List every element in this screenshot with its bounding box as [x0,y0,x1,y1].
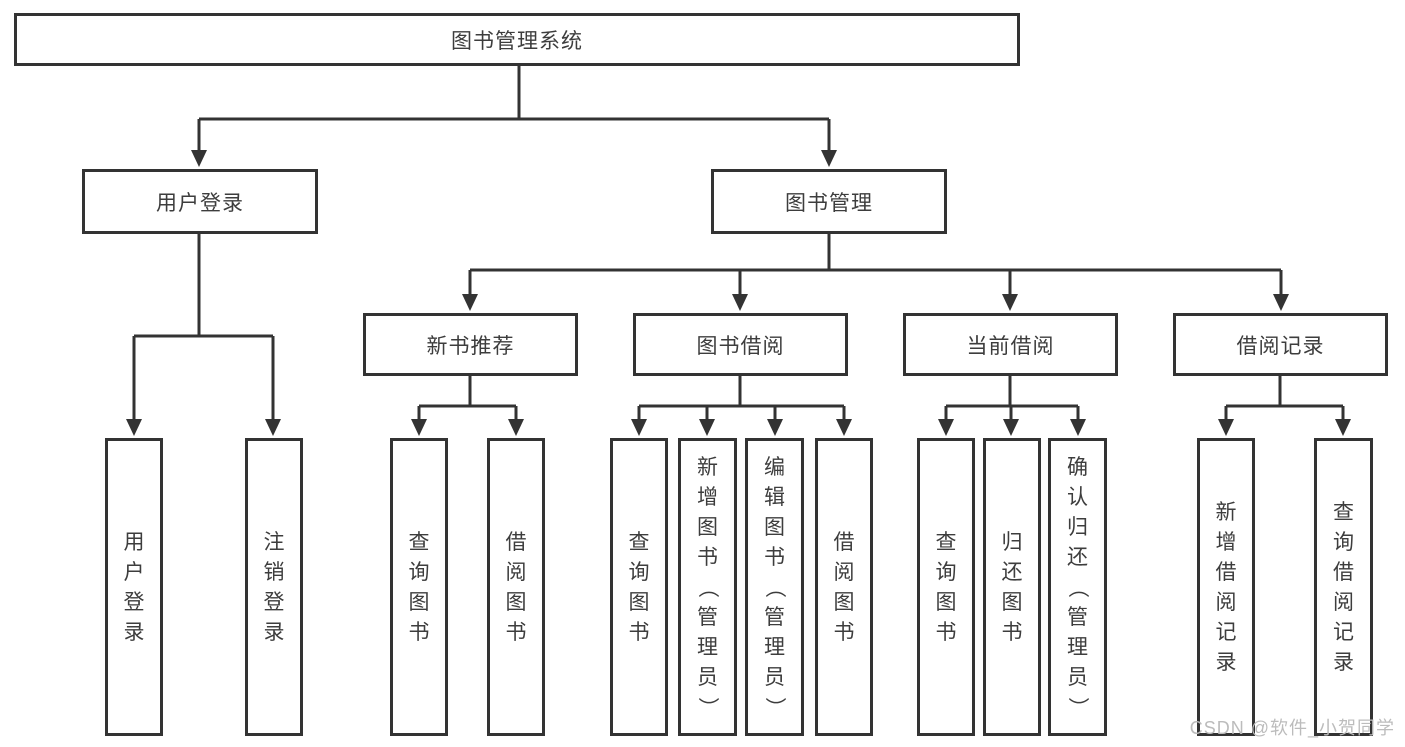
leaf-query-books: 查询图书 [610,438,668,736]
leaf-confirm-return-admin: 确认归还（管理员） [1048,438,1107,736]
node-label: 新书推荐 [426,334,515,358]
leaf-user-login: 用户登录 [105,438,163,736]
leaf-query-borrow-record: 查询借阅记录 [1314,438,1373,736]
node-book-management: 图书管理 [711,169,947,234]
node-label: 注销登录 [263,530,285,644]
node-label: 编辑图书（管理员） [763,455,786,718]
node-label: 新增图书（管理员） [696,455,719,718]
node-borrowing-records: 借阅记录 [1173,313,1388,376]
leaf-logout: 注销登录 [245,438,303,736]
leaf-borrow-books: 借阅图书 [487,438,545,736]
node-label: 查询图书 [935,530,957,644]
node-label: 新增借阅记录 [1215,500,1237,674]
leaf-query-books: 查询图书 [917,438,975,736]
node-label: 借阅图书 [505,530,527,644]
watermark: CSDN @软件_小贺同学 [1189,718,1395,738]
node-new-book-recommend: 新书推荐 [363,313,578,376]
node-label: 查询图书 [408,530,430,644]
node-book-borrowing: 图书借阅 [633,313,848,376]
leaf-add-books-admin: 新增图书（管理员） [678,438,737,736]
node-label: 归还图书 [1001,530,1023,644]
node-current-borrowing: 当前借阅 [903,313,1118,376]
leaf-return-books: 归还图书 [983,438,1041,736]
node-label: 查询图书 [628,530,650,644]
node-label: 图书管理系统 [451,29,583,53]
leaf-edit-books-admin: 编辑图书（管理员） [745,438,804,736]
node-label: 用户登录 [156,191,244,215]
node-label: 确认归还（管理员） [1066,455,1089,718]
node-label: 查询借阅记录 [1333,500,1354,674]
node-label: 借阅记录 [1236,334,1325,358]
leaf-borrow-books: 借阅图书 [815,438,873,736]
node-label: 借阅图书 [833,530,855,644]
node-label: 图书管理 [785,191,873,215]
leaf-add-borrow-record: 新增借阅记录 [1197,438,1255,736]
node-label: 图书借阅 [696,334,785,358]
arrowheads [126,150,1351,436]
leaf-query-books: 查询图书 [390,438,448,736]
node-label: 当前借阅 [966,334,1055,358]
node-user-login: 用户登录 [82,169,318,234]
node-library-management-system: 图书管理系统 [14,13,1020,66]
node-label: 用户登录 [123,530,145,644]
